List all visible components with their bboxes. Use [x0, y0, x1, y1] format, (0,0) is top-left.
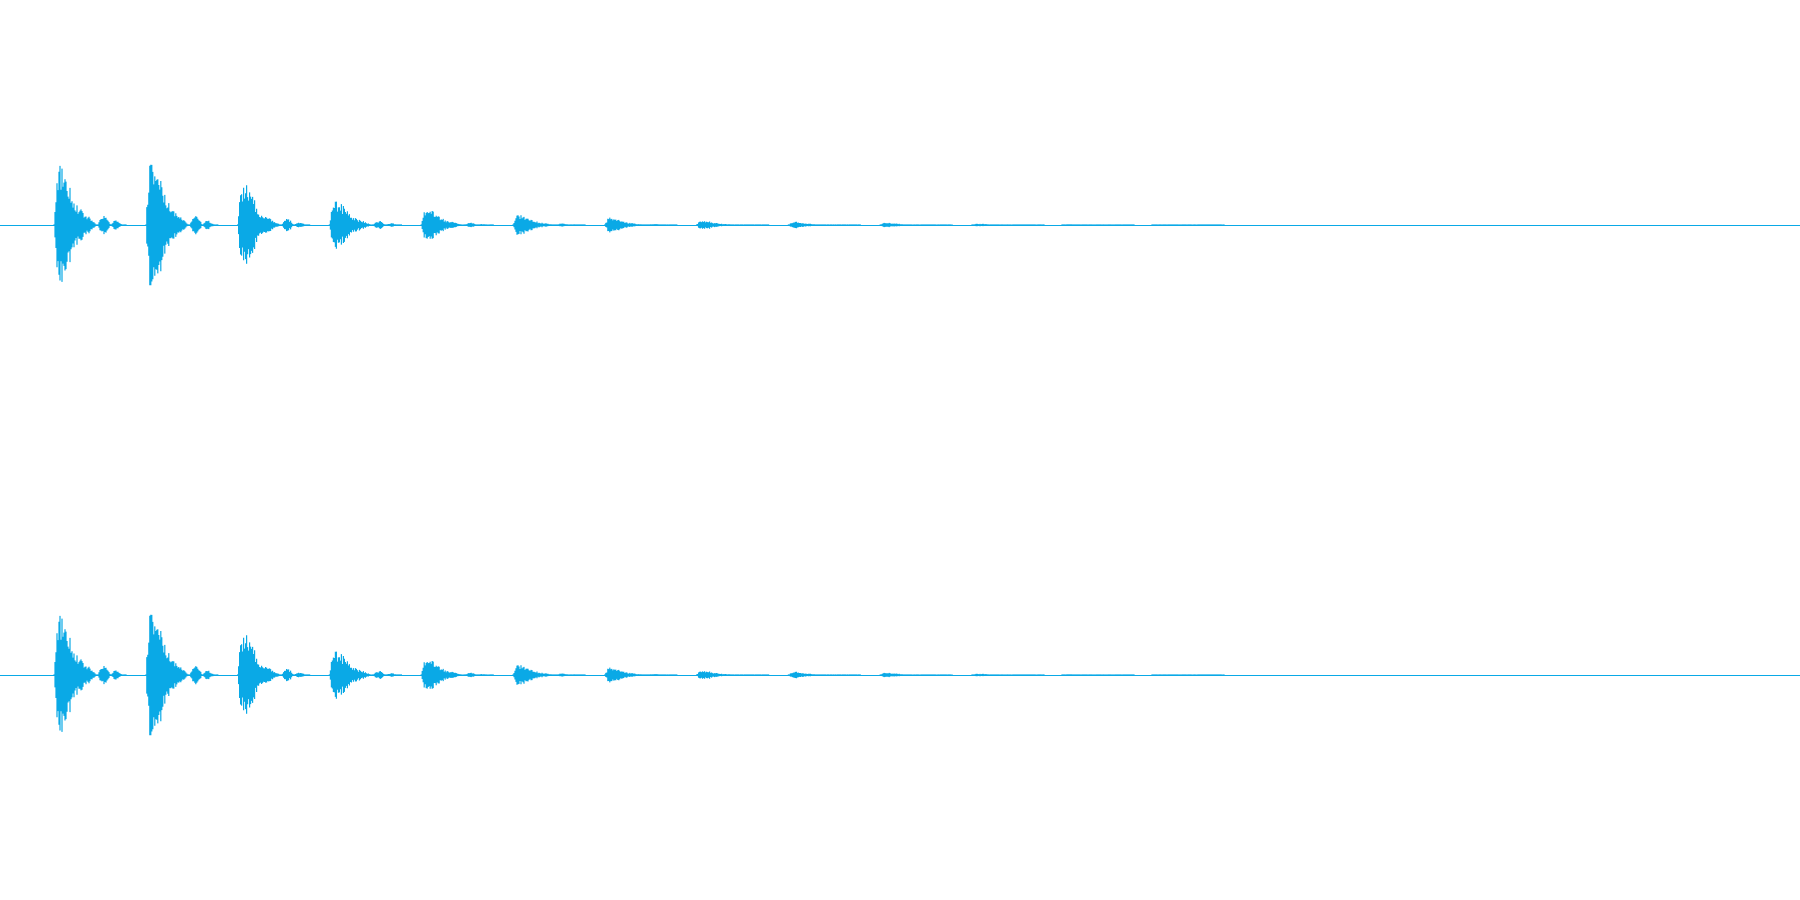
waveform-burst-2	[145, 164, 219, 286]
waveform-burst-11	[971, 673, 1045, 677]
waveform-burst-path	[420, 211, 494, 239]
waveform-burst-3	[237, 185, 311, 264]
waveform-burst-path	[696, 221, 770, 229]
waveform-burst-12	[1061, 224, 1135, 226]
waveform-burst-13	[1151, 224, 1225, 226]
waveform-burst-path	[1151, 224, 1225, 226]
waveform-burst-7	[604, 217, 678, 233]
waveform-burst-6	[512, 665, 586, 685]
waveform-burst-path	[1151, 674, 1225, 676]
waveform-burst-path	[879, 222, 953, 228]
waveform-burst-path	[145, 164, 219, 286]
waveform-burst-5	[420, 661, 494, 689]
waveform-burst-path	[512, 215, 586, 235]
waveform-burst-4	[328, 201, 402, 249]
waveform-burst-path	[420, 661, 494, 689]
waveform-burst-11	[971, 223, 1045, 227]
waveform-burst-path	[696, 671, 770, 679]
waveform-burst-path	[237, 635, 311, 714]
waveform-burst-4	[328, 651, 402, 699]
waveform-burst-path	[787, 221, 861, 229]
waveform-burst-path	[604, 217, 678, 233]
waveform-burst-path	[512, 665, 586, 685]
waveform-burst-1	[53, 165, 127, 282]
waveform-burst-3	[237, 635, 311, 714]
waveform-burst-10	[879, 222, 953, 228]
waveform-channel-1	[0, 164, 1800, 286]
waveform-burst-8	[696, 221, 770, 229]
waveform-burst-9	[787, 671, 861, 679]
waveform-channel-2-svg	[0, 614, 1800, 736]
waveform-burst-path	[971, 673, 1045, 677]
waveform-burst-path	[53, 615, 127, 732]
waveform-burst-6	[512, 215, 586, 235]
waveform-burst-path	[1061, 674, 1135, 676]
waveform-burst-8	[696, 671, 770, 679]
waveform-burst-9	[787, 221, 861, 229]
waveform-burst-path	[53, 165, 127, 282]
waveform-burst-7	[604, 667, 678, 683]
waveform-burst-12	[1061, 674, 1135, 676]
waveform-burst-path	[328, 651, 402, 699]
waveform-burst-1	[53, 615, 127, 732]
waveform-burst-path	[328, 201, 402, 249]
waveform-channel-1-svg	[0, 164, 1800, 286]
waveform-burst-5	[420, 211, 494, 239]
waveform-burst-path	[237, 185, 311, 264]
waveform-burst-10	[879, 672, 953, 678]
waveform-burst-path	[971, 223, 1045, 227]
waveform-burst-2	[145, 614, 219, 736]
waveform-burst-path	[787, 671, 861, 679]
waveform-burst-path	[879, 672, 953, 678]
waveform-burst-13	[1151, 674, 1225, 676]
waveform-channel-2	[0, 450, 1800, 900]
waveform-burst-path	[1061, 224, 1135, 226]
waveform-burst-path	[145, 614, 219, 736]
waveform-burst-path	[604, 667, 678, 683]
